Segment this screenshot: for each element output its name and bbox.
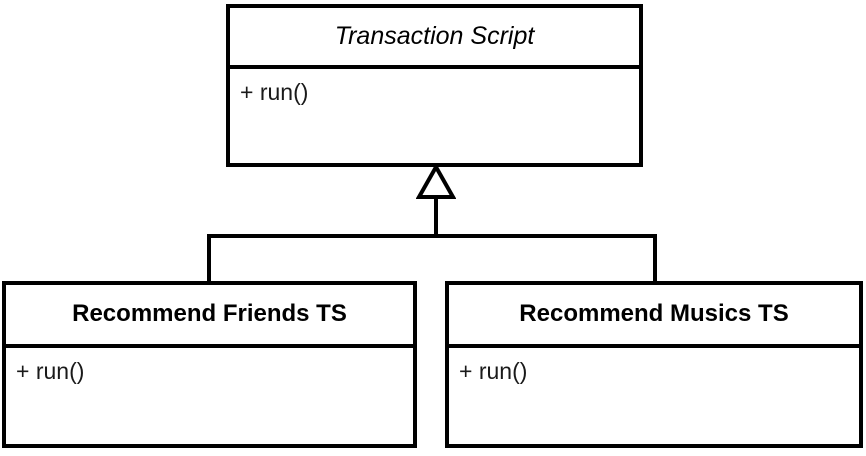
generalization-stem-line — [434, 193, 438, 238]
generalization-arrowhead-icon — [416, 164, 456, 199]
class-members-compartment-recommend-musics-ts: + run() — [449, 348, 859, 386]
class-title-compartment-transaction-script: Transaction Script — [230, 8, 639, 69]
generalization-bus-line — [209, 234, 657, 238]
class-member-run-recommend-musics-ts: + run() — [459, 358, 528, 384]
generalization-drop-line-right — [653, 234, 657, 283]
class-box-recommend-friends-ts[interactable]: Recommend Friends TS + run() — [2, 281, 417, 448]
class-name-recommend-musics-ts: Recommend Musics TS — [519, 300, 789, 328]
class-member-run-recommend-friends-ts: + run() — [16, 358, 85, 384]
class-box-transaction-script[interactable]: Transaction Script + run() — [226, 4, 643, 167]
generalization-drop-line-left — [207, 234, 211, 283]
class-name-transaction-script: Transaction Script — [334, 21, 535, 50]
class-box-recommend-musics-ts[interactable]: Recommend Musics TS + run() — [445, 281, 863, 448]
class-name-recommend-friends-ts: Recommend Friends TS — [72, 300, 347, 328]
class-title-compartment-recommend-friends-ts: Recommend Friends TS — [6, 285, 413, 348]
class-title-compartment-recommend-musics-ts: Recommend Musics TS — [449, 285, 859, 348]
class-member-run-transaction-script: + run() — [240, 79, 309, 105]
class-members-compartment-transaction-script: + run() — [230, 69, 639, 107]
class-members-compartment-recommend-friends-ts: + run() — [6, 348, 413, 386]
